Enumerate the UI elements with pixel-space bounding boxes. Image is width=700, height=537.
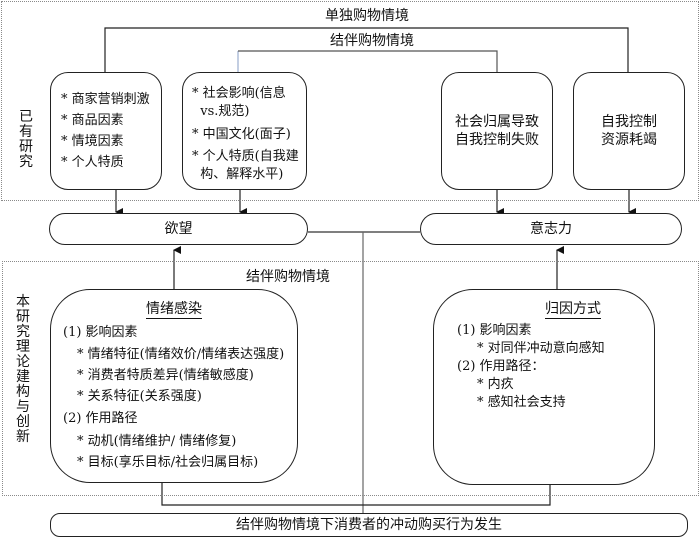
emotion-section-influence: (1) 影响因素: [63, 325, 138, 340]
existing-box-social-influence: * 社会影响(信息 vs.规范) * 中国文化(面子) * 个人特质(自我建 构…: [182, 72, 307, 190]
list-item: * 对同伴冲动意向感知: [477, 341, 605, 356]
companion-context-label: 结伴购物情境: [330, 33, 414, 49]
existing-research-region: [1, 1, 699, 201]
existing-box-social-belonging: 社会归属导致 自我控制失败: [441, 72, 553, 190]
existing-box-marketing-factors: * 商家营销刺激 * 商品因素 * 情境因素 * 个人特质: [50, 72, 162, 190]
willpower-node: 意志力: [420, 213, 682, 245]
list-item: * 商品因素: [61, 113, 124, 128]
list-item: vs.规范): [192, 104, 250, 119]
attribution-box-title: 归因方式: [545, 301, 601, 317]
list-item: * 目标(享乐目标/社会归属目标): [77, 455, 259, 470]
existing-research-label: 已有研究: [19, 109, 33, 170]
box-text: 自我控制失败: [455, 132, 539, 148]
desire-node: 欲望: [49, 213, 308, 245]
emotion-contagion-box: 情绪感染 (1) 影响因素 * 情绪特征(情绪效价/情绪表达强度) * 消费者特…: [50, 289, 298, 483]
willpower-label: 意志力: [530, 221, 572, 237]
list-item: * 情境因素: [61, 134, 124, 149]
list-item: * 内疚: [477, 377, 514, 392]
list-item: * 关系特征(关系强度): [77, 389, 202, 404]
existing-box-ego-depletion: 自我控制 资源耗竭: [573, 72, 685, 190]
list-item: * 中国文化(面子): [192, 127, 291, 142]
attribution-box: 归因方式 (1) 影响因素 * 对同伴冲动意向感知 (2) 作用路径： * 内疚…: [433, 289, 655, 485]
list-item: * 个人特质(自我建: [192, 149, 299, 164]
outcome-label: 结伴购物情境下消费者的冲动购买行为发生: [236, 517, 502, 533]
list-item: * 个人特质: [61, 155, 124, 170]
outcome-node: 结伴购物情境下消费者的冲动购买行为发生: [50, 513, 688, 537]
list-item: * 情绪特征(情绪效价/情绪表达强度): [77, 347, 285, 362]
this-research-region: [2, 261, 699, 496]
box-text: 自我控制: [601, 114, 657, 130]
box-text: 资源耗竭: [601, 132, 657, 148]
attribution-section-influence: (1) 影响因素: [457, 323, 532, 338]
list-item: * 社会影响(信息: [192, 86, 286, 101]
solo-context-bracket: [104, 27, 629, 72]
list-item: * 商家营销刺激: [61, 92, 150, 107]
list-item: * 消费者特质差异(情绪敏感度): [77, 368, 254, 383]
emotion-section-path: (2) 作用路径: [63, 411, 138, 426]
solo-context-label: 单独购物情境: [325, 8, 409, 24]
emotion-box-title: 情绪感染: [146, 301, 202, 317]
list-item: * 感知社会支持: [477, 395, 566, 410]
this-research-label: 本研究理论建构与创新: [16, 294, 30, 445]
list-item: * 动机(情绪维护/ 情绪修复): [77, 434, 237, 449]
companion-context-label-bottom: 结伴购物情境: [246, 269, 330, 285]
box-text: 社会归属导致: [455, 114, 539, 130]
companion-bracket: [238, 50, 498, 72]
list-item: 构、解释水平): [192, 167, 284, 182]
attribution-section-path: (2) 作用路径：: [457, 359, 545, 374]
desire-label: 欲望: [164, 221, 193, 237]
